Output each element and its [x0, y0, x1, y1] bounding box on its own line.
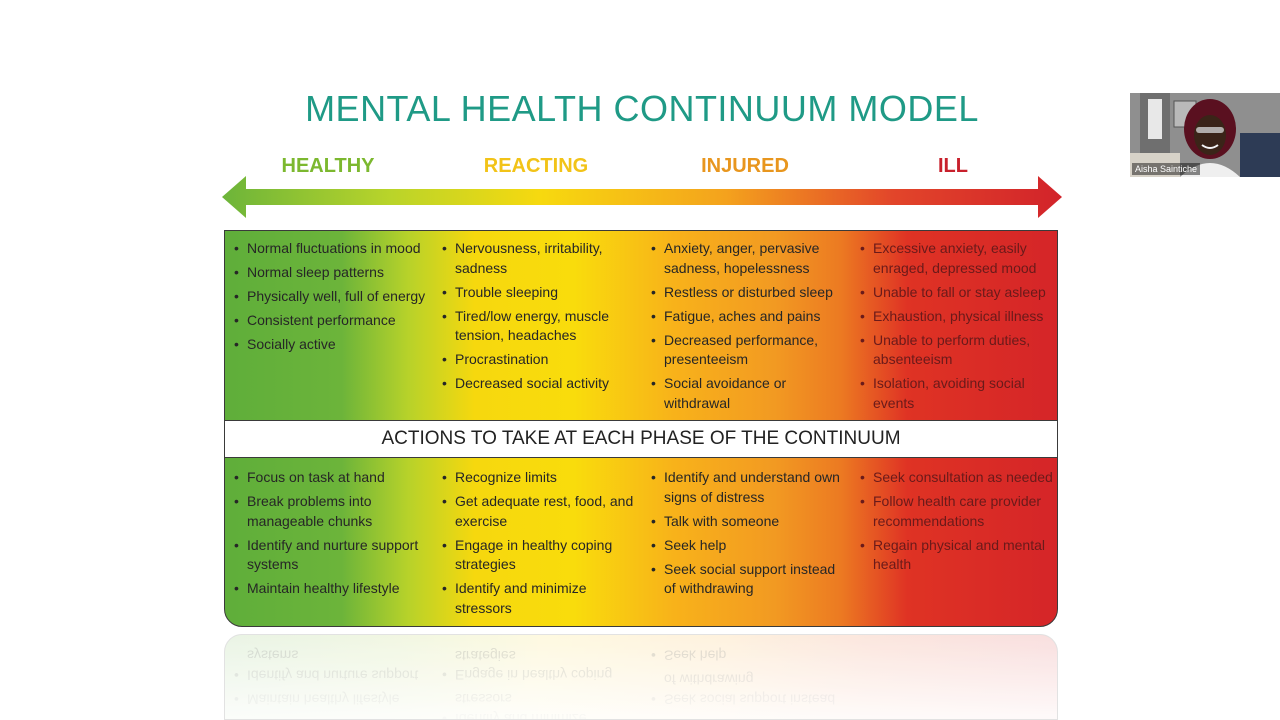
action-item: Talk with someone [650, 512, 850, 532]
signs-column-ill: Excessive anxiety, easily enraged, depre… [859, 239, 1057, 418]
action-item: Identify and understand own signs of dis… [650, 468, 850, 507]
slide-title: MENTAL HEALTH CONTINUUM MODEL [305, 88, 979, 129]
sign-item: Nervousness, irritability, sadness [441, 239, 641, 278]
sign-item: Isolation, avoiding social events [859, 374, 1057, 413]
sign-item: Restless or disturbed sleep [650, 283, 850, 303]
action-item: Regain physical and mental health [859, 536, 1057, 575]
sign-item: Normal fluctuations in mood [233, 239, 433, 259]
sign-item: Exhaustion, physical illness [859, 307, 1057, 327]
sign-item: Unable to perform duties, absenteeism [859, 331, 1057, 370]
phase-label-healthy: HEALTHY [281, 155, 375, 177]
action-item: Recognize limits [441, 468, 641, 488]
sign-item: Decreased social activity [441, 374, 641, 394]
sign-item: Social avoidance or withdrawal [650, 374, 850, 413]
action-item: Maintain healthy lifestyle [233, 579, 433, 599]
sign-item: Unable to fall or stay asleep [859, 283, 1057, 303]
phase-label-injured: INJURED [701, 155, 789, 177]
action-item: Break problems into manageable chunks [233, 492, 433, 531]
sign-item: Procrastination [441, 350, 641, 370]
signs-column-healthy: Normal fluctuations in mood Normal sleep… [233, 239, 433, 359]
card-reflection: Maintain healthy lifestyle Identify and … [224, 634, 1058, 720]
sign-item: Normal sleep patterns [233, 263, 433, 283]
sign-item: Excessive anxiety, easily enraged, depre… [859, 239, 1057, 278]
sign-item: Tired/low energy, muscle tension, headac… [441, 307, 641, 346]
sign-item: Consistent performance [233, 311, 433, 331]
action-item: Seek social support instead of withdrawi… [650, 560, 850, 599]
sign-item: Anxiety, anger, pervasive sadness, hopel… [650, 239, 850, 278]
sign-item: Fatigue, aches and pains [650, 307, 850, 327]
actions-column-healthy: Focus on task at hand Break problems int… [233, 468, 433, 603]
actions-column-reacting: Recognize limits Get adequate rest, food… [441, 468, 641, 623]
phase-label-ill: ILL [938, 155, 968, 177]
action-item: Identify and minimize stressors [441, 579, 641, 618]
sign-item: Trouble sleeping [441, 283, 641, 303]
action-item: Focus on task at hand [233, 468, 433, 488]
action-item: Seek consultation as needed [859, 468, 1057, 488]
action-item: Follow health care provider recommendati… [859, 492, 1057, 531]
continuum-arrow [222, 176, 1062, 218]
participant-video [1130, 93, 1280, 177]
sign-item: Socially active [233, 335, 433, 355]
actions-heading: ACTIONS TO TAKE AT EACH PHASE OF THE CON… [225, 420, 1057, 458]
participant-video-tile[interactable]: Aisha Saintiche [1130, 93, 1280, 177]
actions-column-ill: Seek consultation as needed Follow healt… [859, 468, 1057, 579]
action-item: Identify and nurture support systems [233, 536, 433, 575]
actions-column-injured: Identify and understand own signs of dis… [650, 468, 850, 603]
action-item: Get adequate rest, food, and exercise [441, 492, 641, 531]
action-item: Engage in healthy coping strategies [441, 536, 641, 575]
sign-item: Physically well, full of energy [233, 287, 433, 307]
sign-item: Decreased performance, presenteeism [650, 331, 850, 370]
phase-label-reacting: REACTING [483, 155, 589, 177]
signs-column-injured: Anxiety, anger, pervasive sadness, hopel… [650, 239, 850, 418]
continuum-card: Normal fluctuations in mood Normal sleep… [224, 230, 1058, 627]
signs-column-reacting: Nervousness, irritability, sadness Troub… [441, 239, 641, 398]
participant-name-label: Aisha Saintiche [1132, 163, 1201, 175]
action-item: Seek help [650, 536, 850, 556]
reflection-fade [225, 635, 1057, 719]
